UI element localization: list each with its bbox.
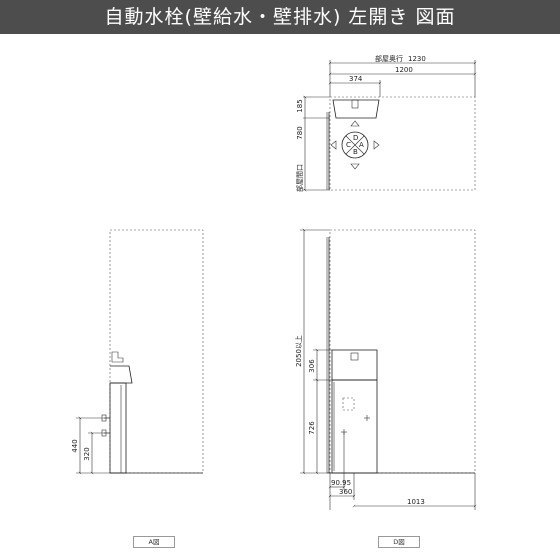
view-d-faucet (350, 352, 359, 361)
direction-d: D (353, 134, 358, 142)
dim-90-95-value: 90.95 (331, 479, 351, 487)
width-total-value: 1200 (395, 66, 413, 74)
opening-label: 部屋間口 (295, 164, 304, 192)
direction-a: A (359, 141, 364, 149)
view-a-cabinet (109, 382, 127, 474)
view-a-basin (110, 365, 133, 384)
direction-circle (341, 131, 369, 159)
arrow-up-icon (350, 120, 360, 127)
view-d: 2050以上 306 726 90.95 360 1013 (294, 228, 477, 510)
view-d-cabinet (331, 379, 378, 474)
direction-c: C (346, 141, 351, 149)
view-d-label: D図 (378, 536, 420, 548)
dim-360-value: 360 (339, 488, 352, 496)
view-a-label: A図 (133, 536, 175, 548)
arrow-down-icon (350, 163, 360, 170)
offset-value: 374 (349, 75, 363, 83)
plan-view: 部屋奥行 1230 1200 374 780 185 部屋間口 D C A (295, 54, 477, 192)
dim-726-value: 726 (308, 421, 316, 435)
view-a-room-outline (109, 229, 204, 474)
header-bar: 自動水栓(壁給水・壁排水) 左開き 図面 (0, 0, 560, 34)
view-d-basin (331, 349, 378, 381)
direction-marker: D C A B (330, 120, 380, 170)
dim-1013-value: 1013 (407, 498, 425, 506)
room-depth-value: 1230 (408, 55, 426, 63)
direction-b: B (353, 148, 358, 156)
height-total-value: 2050以上 (294, 335, 303, 367)
depth-front-value: 185 (296, 99, 304, 112)
depth-total-value: 780 (296, 126, 304, 139)
view-d-inspection-hatch (342, 397, 355, 411)
arrow-left-icon (330, 140, 337, 150)
dim-440-value: 440 (71, 439, 79, 452)
page-title: 自動水栓(壁給水・壁排水) 左開き 図面 (104, 6, 456, 28)
plan-room-outline (329, 96, 476, 191)
direction-cross-b (345, 135, 365, 155)
room-depth-label: 部屋奥行 (375, 54, 403, 63)
arrow-right-icon (373, 140, 380, 150)
view-a-faucet (111, 351, 124, 363)
dim-320-value: 320 (83, 447, 91, 460)
plan-washbasin (332, 99, 380, 119)
view-a: 440 320 (71, 229, 204, 475)
view-d-room-outline (329, 229, 476, 474)
dim-306-value: 306 (308, 359, 316, 373)
plan-faucet (351, 99, 359, 109)
